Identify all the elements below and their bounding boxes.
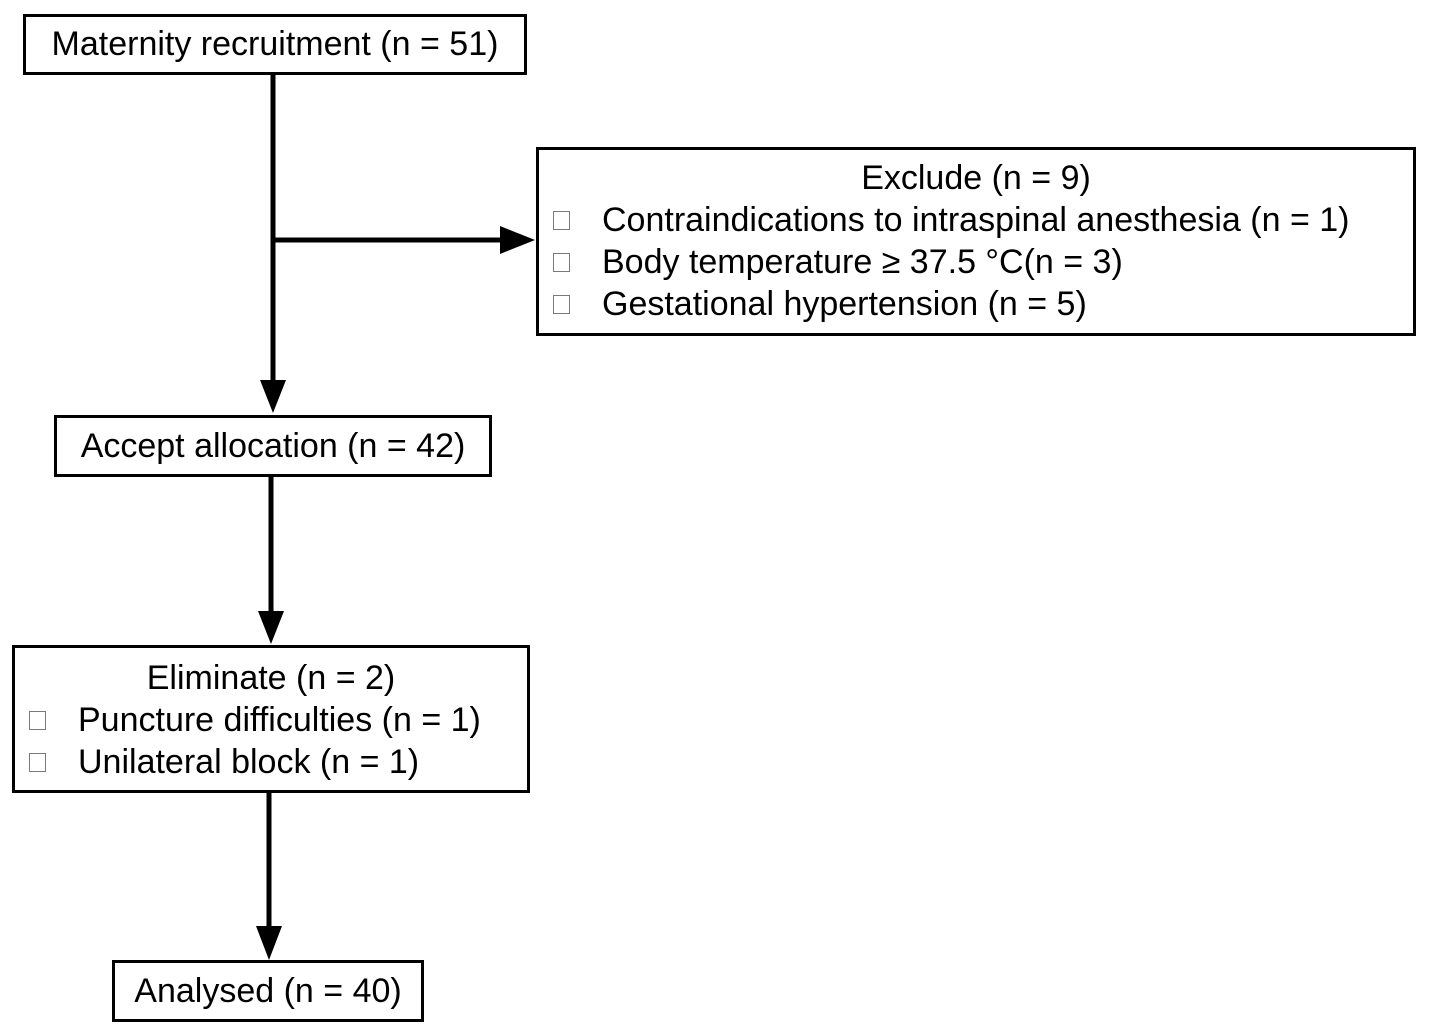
allocation-box: Accept allocation (n = 42) xyxy=(54,415,492,477)
allocation-label: Accept allocation (n = 42) xyxy=(80,427,466,465)
exclude-item: Body temperature ≥ 37.5 °C(n = 3) xyxy=(539,241,1413,283)
eliminate-item-label: Puncture difficulties (n = 1) xyxy=(78,701,481,739)
eliminate-item: Unilateral block (n = 1) xyxy=(15,741,527,783)
exclude-item-label: Body temperature ≥ 37.5 °C(n = 3) xyxy=(602,243,1123,281)
checkbox-bullet-icon xyxy=(29,711,46,730)
recruitment-label: Maternity recruitment (n = 51) xyxy=(51,25,499,63)
eliminate-title: Eliminate (n = 2) xyxy=(146,659,396,697)
exclude-item-label: Contraindications to intraspinal anesthe… xyxy=(602,201,1350,239)
checkbox-bullet-icon xyxy=(29,753,46,772)
checkbox-bullet-icon xyxy=(553,295,570,314)
checkbox-bullet-icon xyxy=(553,253,570,272)
arrowhead-to-analysed xyxy=(256,926,282,960)
arrowhead-to-exclude xyxy=(500,226,535,254)
exclude-item: Gestational hypertension (n = 5) xyxy=(539,283,1413,325)
recruitment-box: Maternity recruitment (n = 51) xyxy=(23,14,527,75)
exclude-title: Exclude (n = 9) xyxy=(861,159,1091,197)
arrowhead-to-eliminate xyxy=(258,611,284,644)
eliminate-box: Eliminate (n = 2) Puncture difficulties … xyxy=(12,645,530,793)
analysed-box: Analysed (n = 40) xyxy=(112,960,424,1022)
eliminate-item-label: Unilateral block (n = 1) xyxy=(78,743,420,781)
eliminate-item: Puncture difficulties (n = 1) xyxy=(15,699,527,741)
exclude-item: Contraindications to intraspinal anesthe… xyxy=(539,199,1413,241)
arrowhead-to-allocation xyxy=(260,380,286,413)
exclude-box: Exclude (n = 9) Contraindications to int… xyxy=(536,147,1416,336)
analysed-label: Analysed (n = 40) xyxy=(134,972,402,1010)
checkbox-bullet-icon xyxy=(553,211,570,230)
exclude-item-label: Gestational hypertension (n = 5) xyxy=(602,285,1087,323)
